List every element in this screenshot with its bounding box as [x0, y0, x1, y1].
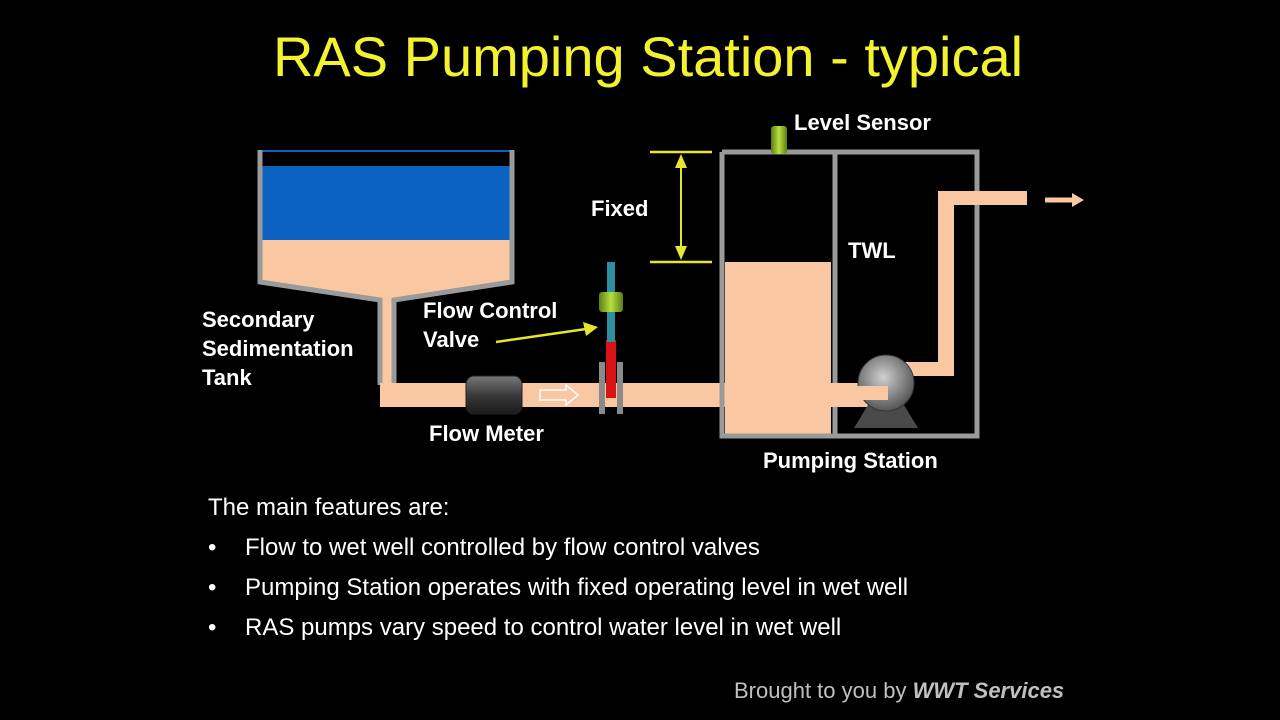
- valve-label-line-1: Flow Control: [423, 298, 557, 323]
- flow-arrow-icon: [539, 383, 580, 407]
- tank-label-line-1: Secondary: [202, 307, 315, 332]
- feature-text: Pumping Station operates with fixed oper…: [245, 574, 909, 601]
- tank-label-line-2: Sedimentation: [202, 336, 354, 361]
- credit-brand: WWT Services: [912, 678, 1065, 703]
- fixed-dimension: [650, 150, 712, 264]
- flow-meter-label: Flow Meter: [429, 421, 544, 446]
- pumping-station-label: Pumping Station: [763, 448, 938, 473]
- pumping-station: [719, 149, 1027, 439]
- feature-item: • RAS pumps vary speed to control water l…: [208, 614, 908, 654]
- bullet: •: [208, 614, 217, 641]
- credit-prefix: Brought to you by: [734, 678, 913, 703]
- valve-callout-arrow: [495, 322, 598, 344]
- bullet: •: [208, 534, 217, 561]
- features-list: • Flow to wet well controlled by flow con…: [208, 534, 908, 654]
- pump-icon: [850, 354, 918, 428]
- feature-item: • Pumping Station operates with fixed ope…: [208, 574, 908, 614]
- level-sensor-label: Level Sensor: [794, 110, 931, 135]
- wet-well-liquid: [725, 262, 831, 434]
- flow-control-valve: [599, 262, 623, 414]
- feature-item: • Flow to wet well controlled by flow con…: [208, 534, 908, 574]
- features-intro: The main features are:: [208, 494, 450, 521]
- features-section: The main features are: • Flow to wet well…: [208, 494, 908, 654]
- feature-text: Flow to wet well controlled by flow cont…: [245, 534, 760, 561]
- feature-text: RAS pumps vary speed to control water le…: [245, 614, 842, 641]
- flow-meter-icon: [465, 375, 523, 415]
- twl-label: TWL: [848, 238, 896, 263]
- bullet: •: [208, 574, 217, 601]
- credit-line: Brought to you by WWT Services: [734, 678, 1064, 704]
- fixed-label: Fixed: [591, 196, 648, 221]
- level-sensor-icon: [771, 126, 787, 154]
- slide-title: RAS Pumping Station - typical: [272, 25, 1024, 88]
- valve-actuator-icon: [599, 292, 623, 312]
- discharge-arrow-icon: [1045, 193, 1084, 207]
- tank-label-line-3: Tank: [202, 365, 252, 390]
- valve-label-line-2: Valve: [423, 327, 479, 352]
- influent-pipe: [380, 383, 728, 407]
- sedimentation-tank: [257, 150, 515, 385]
